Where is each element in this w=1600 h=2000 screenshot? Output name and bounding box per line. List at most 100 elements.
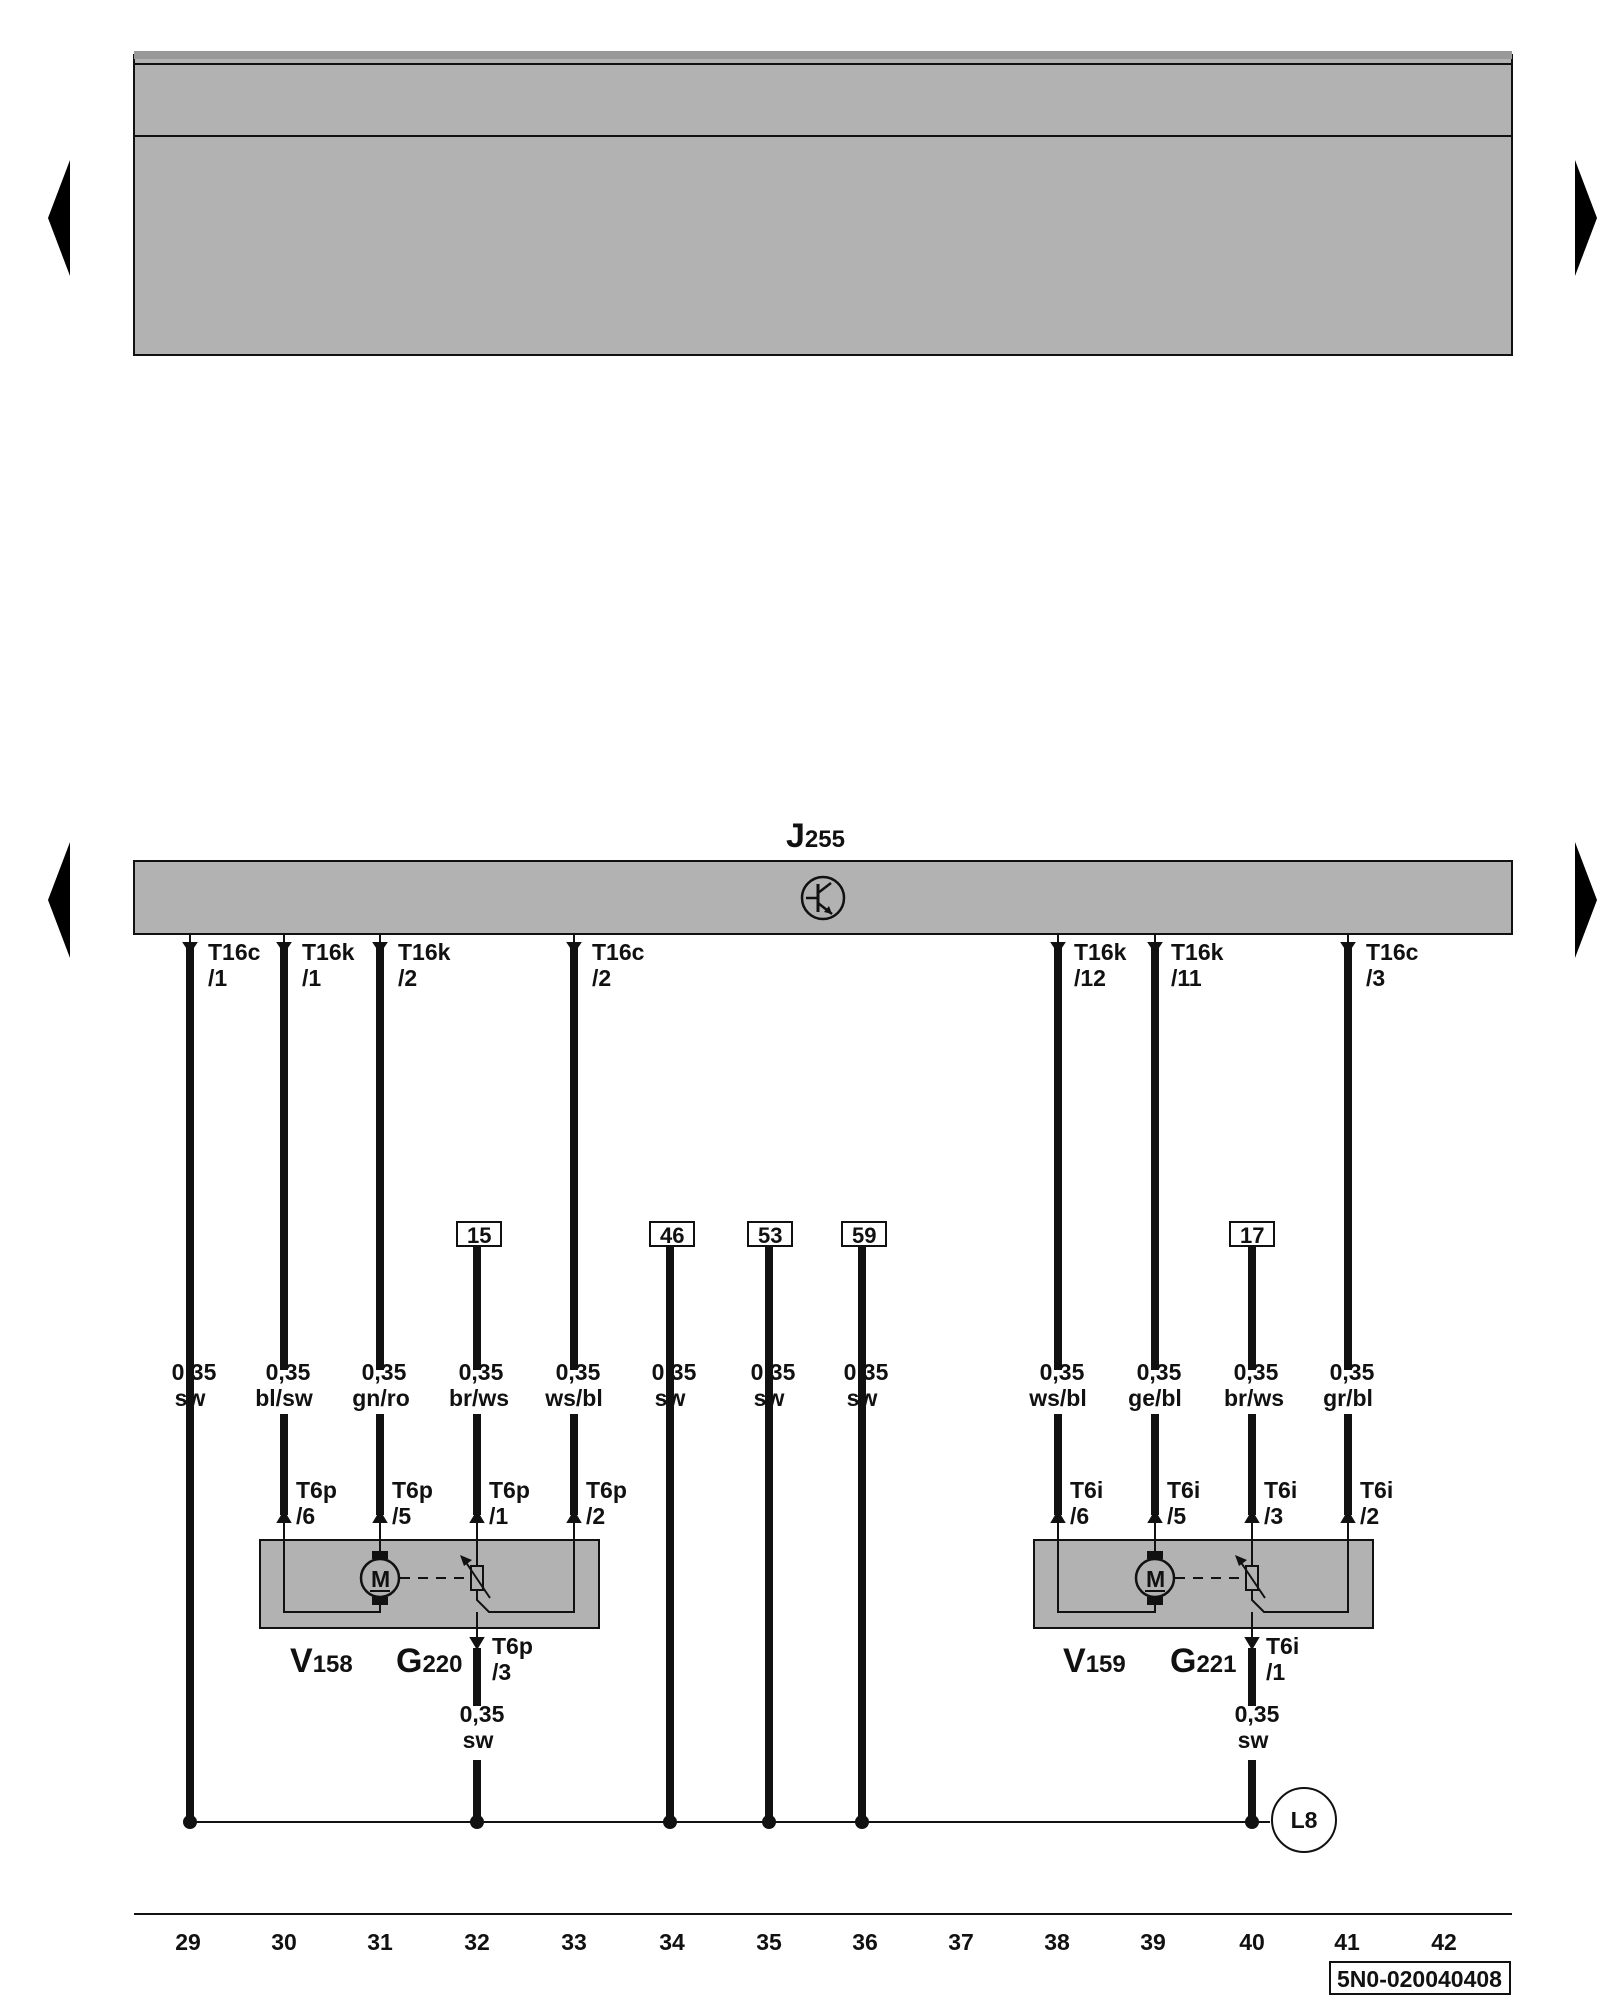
svg-text:T6i: T6i [1360,1477,1393,1503]
svg-text:/11: /11 [1171,965,1202,991]
motor-v159-symbol: M [1146,1566,1165,1592]
label-v159: V159 [1063,1642,1126,1680]
svg-text:ws/bl: ws/bl [544,1385,603,1411]
svg-text:37: 37 [948,1929,974,1955]
svg-text:T16c: T16c [208,939,261,965]
svg-text:T16k: T16k [398,939,451,965]
component-names: V158 G220 V159 G221 [290,1642,1237,1680]
ref-59: 59 [852,1223,876,1248]
motor-v158-symbol: M [371,1566,390,1592]
potentiometer-g220-icon [460,1555,491,1599]
svg-text:/6: /6 [1070,1503,1089,1529]
svg-text:29: 29 [175,1929,201,1955]
housing-v159-g221 [1033,1539,1374,1629]
svg-text:/1: /1 [1266,1659,1285,1685]
svg-text:40: 40 [1239,1929,1265,1955]
reference-boxes: 15 46 53 59 17 [456,1221,1275,1248]
svg-text:/2: /2 [592,965,611,991]
svg-text:34: 34 [659,1929,685,1955]
svg-text:/1: /1 [489,1503,508,1529]
svg-text:41: 41 [1334,1929,1360,1955]
svg-text:0,35: 0,35 [172,1359,217,1385]
svg-text:T16c: T16c [1366,939,1419,965]
svg-text:br/ws: br/ws [1224,1385,1284,1411]
svg-text:T6i: T6i [1264,1477,1297,1503]
svg-text:T6p: T6p [492,1633,533,1659]
next-page-arrow-bottom[interactable] [1575,842,1597,958]
transistor-icon [800,875,846,921]
ref-box-17 [1229,1221,1275,1247]
svg-text:0,35: 0,35 [362,1359,407,1385]
svg-text:T6p: T6p [296,1477,337,1503]
svg-text:/3: /3 [492,1659,511,1685]
svg-text:42: 42 [1431,1929,1457,1955]
svg-text:/3: /3 [1264,1503,1283,1529]
svg-text:0,35: 0,35 [844,1359,889,1385]
motor-v159-icon: M [1134,1551,1176,1605]
svg-text:/5: /5 [392,1503,411,1529]
ref-box-59 [841,1221,887,1247]
svg-text:/5: /5 [1167,1503,1186,1529]
ground-point-label: L8 [1291,1807,1318,1833]
svg-text:/1: /1 [302,965,321,991]
housing-v158-g220 [259,1539,600,1629]
svg-text:33: 33 [561,1929,587,1955]
component-connector-labels: T6p/6 T6p/5 T6p/1 T6p/2 T6i/6 T6i/5 T6i/… [296,1477,1393,1685]
svg-text:sw: sw [847,1385,878,1411]
svg-text:30: 30 [271,1929,297,1955]
svg-text:T16c: T16c [592,939,645,965]
top-connector-labels: T16c/1 T16k/1 T16k/2 T16c/2 T16k/12 T16k… [208,939,1419,991]
next-page-arrow-top[interactable] [1575,160,1597,276]
control-unit-label: J255 [786,817,845,855]
svg-text:0,35: 0,35 [1040,1359,1085,1385]
document-code-text: 5N0-020040408 [1337,1966,1502,1992]
previous-page-arrow-bottom[interactable] [48,842,70,958]
svg-text:0,35: 0,35 [266,1359,311,1385]
svg-text:ge/bl: ge/bl [1128,1385,1182,1411]
svg-text:0,35: 0,35 [652,1359,697,1385]
svg-text:0,35: 0,35 [556,1359,601,1385]
top-panel [133,51,1513,356]
ref-box-53 [747,1221,793,1247]
ref-15: 15 [467,1223,491,1248]
svg-text:/12: /12 [1074,965,1106,991]
control-unit-j255: J255 [133,817,1513,935]
connector-arrows-top [182,934,1356,954]
svg-text:0,35: 0,35 [1235,1701,1280,1727]
svg-text:/2: /2 [586,1503,605,1529]
svg-text:T6p: T6p [392,1477,433,1503]
column-numbers: 29 30 31 32 33 34 35 36 37 38 39 40 41 4… [175,1929,1457,1955]
svg-text:sw: sw [655,1385,686,1411]
svg-text:0,35: 0,35 [1234,1359,1279,1385]
previous-page-arrow-top[interactable] [48,160,70,276]
svg-text:/6: /6 [296,1503,315,1529]
ref-17: 17 [1240,1223,1264,1248]
svg-text:T6p: T6p [489,1477,530,1503]
connector-arrows-component [276,1510,1356,1650]
wire-layer [186,945,1352,1822]
svg-text:bl/sw: bl/sw [255,1385,313,1411]
label-g221: G221 [1170,1642,1237,1680]
ref-box-46 [649,1221,695,1247]
svg-text:0,35: 0,35 [459,1359,504,1385]
svg-text:/1: /1 [208,965,227,991]
svg-text:ws/bl: ws/bl [1028,1385,1087,1411]
ref-53: 53 [758,1223,782,1248]
svg-text:39: 39 [1140,1929,1166,1955]
svg-text:/2: /2 [1360,1503,1379,1529]
potentiometer-g221-icon [1235,1555,1266,1599]
svg-text:T6i: T6i [1070,1477,1103,1503]
svg-text:T6i: T6i [1266,1633,1299,1659]
svg-text:br/ws: br/ws [449,1385,509,1411]
svg-text:0,35: 0,35 [1330,1359,1375,1385]
svg-text:0,35: 0,35 [1137,1359,1182,1385]
ref-46: 46 [660,1223,684,1248]
svg-text:/2: /2 [398,965,417,991]
svg-text:0,35: 0,35 [460,1701,505,1727]
ground-point-l8: L8 [1271,1787,1337,1853]
svg-text:gr/bl: gr/bl [1323,1385,1373,1411]
label-g220: G220 [396,1642,463,1680]
ref-box-15 [456,1221,502,1247]
svg-text:/3: /3 [1366,965,1385,991]
